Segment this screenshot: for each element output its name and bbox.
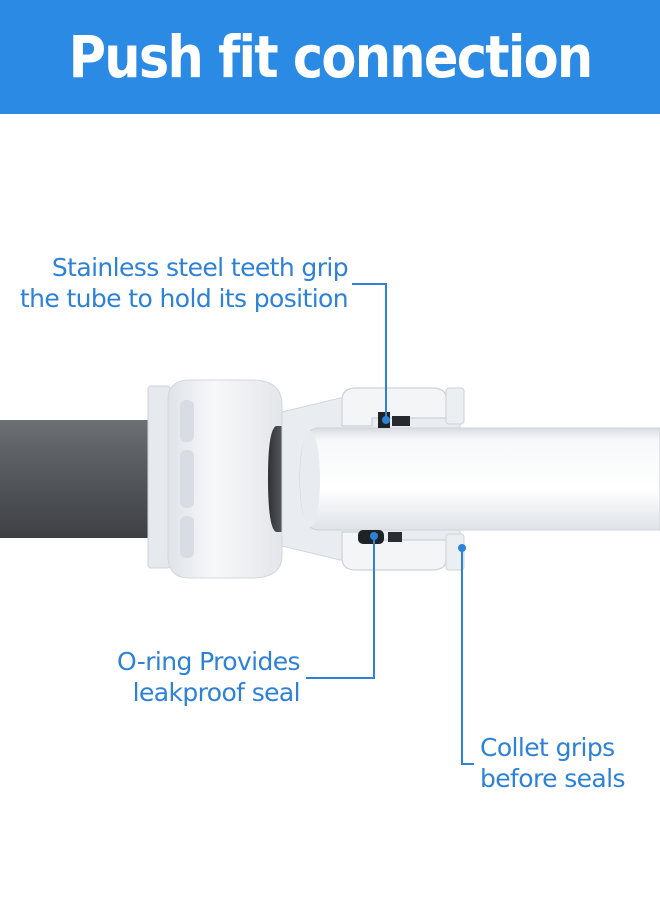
flange-ring bbox=[147, 385, 171, 569]
push-fit-fitting-diagram bbox=[0, 283, 660, 765]
oring-callout-line-1: O-ring Provides bbox=[117, 647, 301, 676]
teeth-callout: Stainless steel teeth grip the tube to h… bbox=[19, 252, 349, 314]
collet-lip-bottom bbox=[445, 533, 465, 571]
oring-callout-line-2: leakproof seal bbox=[132, 678, 301, 707]
collet-leader-line bbox=[461, 548, 474, 765]
oring-leader-dot bbox=[370, 532, 378, 540]
nut-body bbox=[167, 379, 283, 579]
white-tube bbox=[299, 427, 660, 531]
teeth-callout-line-2: the tube to hold its position bbox=[19, 284, 349, 313]
collet-callout-line-1: Collet grips bbox=[480, 733, 615, 762]
page-title: Push fit connection bbox=[68, 23, 594, 91]
collet-callout: Collet grips before seals bbox=[480, 732, 626, 794]
collet-leader-dot bbox=[458, 544, 466, 552]
oring-callout: O-ring Provides leakproof seal bbox=[117, 646, 301, 708]
collet-callout-line-2: before seals bbox=[480, 764, 626, 793]
teeth-leader-dot bbox=[382, 416, 390, 424]
teeth-leader-line bbox=[352, 283, 387, 420]
collet-lip-top bbox=[445, 387, 465, 425]
leader-lines bbox=[306, 283, 474, 765]
oring-leader-line bbox=[306, 536, 375, 679]
title-banner: Push fit connection bbox=[0, 0, 660, 114]
teeth-callout-line-1: Stainless steel teeth grip bbox=[51, 253, 349, 282]
